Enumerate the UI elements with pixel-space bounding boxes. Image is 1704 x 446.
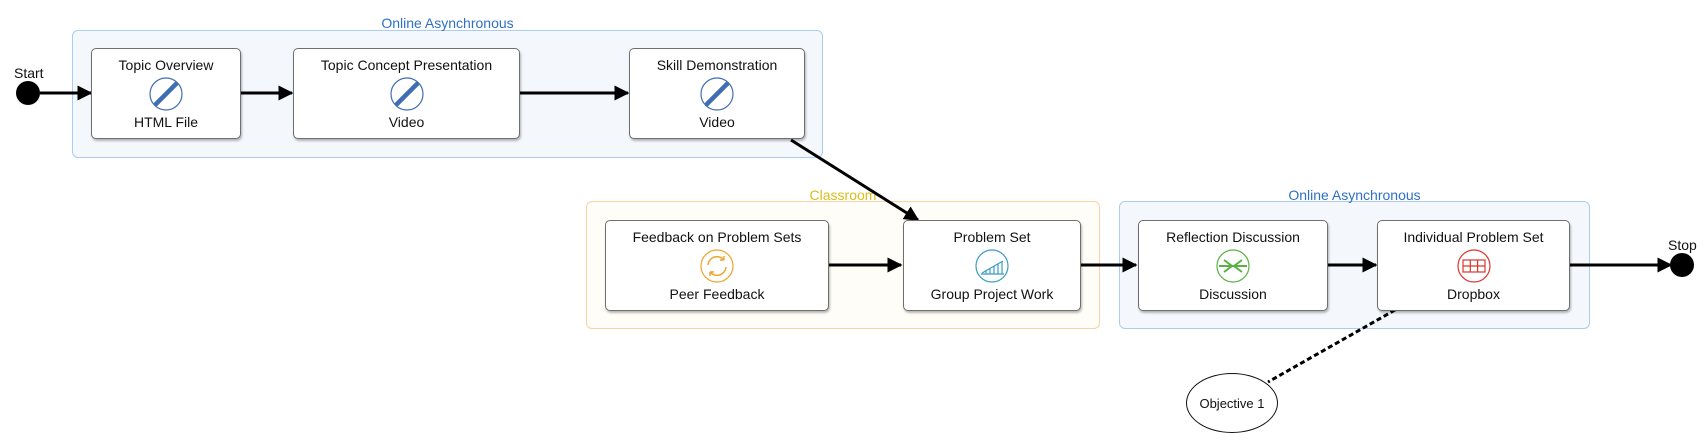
blocked-icon bbox=[149, 77, 183, 111]
node-title: Topic Overview bbox=[118, 57, 214, 73]
group-title: Classroom bbox=[809, 187, 877, 203]
group-title: Online Asynchronous bbox=[1288, 187, 1421, 203]
node-subtitle: Video bbox=[699, 114, 735, 130]
blocked-icon bbox=[700, 77, 734, 111]
node-title: Individual Problem Set bbox=[1403, 229, 1544, 245]
node-title: Feedback on Problem Sets bbox=[632, 229, 802, 245]
node-subtitle: Group Project Work bbox=[930, 286, 1054, 302]
arrow-skill-demo-to-problem-set bbox=[790, 138, 920, 222]
objective-node[interactable]: Objective 1 bbox=[1186, 373, 1278, 433]
node-title: Reflection Discussion bbox=[1166, 229, 1300, 245]
dashed-link-objective bbox=[1267, 308, 1396, 384]
node-topic-concept-presentation[interactable]: Topic Concept Presentation Video bbox=[293, 48, 520, 139]
node-subtitle: Discussion bbox=[1199, 286, 1267, 302]
cycle-icon bbox=[700, 249, 734, 283]
stop-label: Stop bbox=[1668, 237, 1697, 253]
node-problem-set[interactable]: Problem Set Group Project Work bbox=[903, 220, 1081, 311]
start-node bbox=[16, 81, 40, 105]
stop-node bbox=[1670, 253, 1694, 277]
node-title: Problem Set bbox=[953, 229, 1031, 245]
node-feedback-on-problem-sets[interactable]: Feedback on Problem Sets Peer Feedback bbox=[605, 220, 829, 311]
node-subtitle: Video bbox=[388, 114, 425, 130]
node-subtitle: Peer Feedback bbox=[669, 286, 765, 302]
node-topic-overview[interactable]: Topic Overview HTML File bbox=[91, 48, 241, 139]
node-skill-demonstration[interactable]: Skill Demonstration Video bbox=[629, 48, 805, 139]
converge-arrows-icon bbox=[1216, 249, 1250, 283]
start-label: Start bbox=[14, 65, 44, 81]
node-title: Topic Concept Presentation bbox=[320, 57, 493, 73]
blocked-icon bbox=[389, 77, 424, 111]
node-subtitle: HTML File bbox=[133, 114, 199, 130]
group-title: Online Asynchronous bbox=[381, 15, 514, 31]
growth-chart-icon bbox=[975, 249, 1009, 283]
node-title: Skill Demonstration bbox=[656, 57, 778, 73]
node-individual-problem-set[interactable]: Individual Problem Set Dropbox bbox=[1377, 220, 1570, 311]
node-reflection-discussion[interactable]: Reflection Discussion Discussion bbox=[1138, 220, 1328, 311]
node-subtitle: Dropbox bbox=[1447, 286, 1500, 302]
grid-icon bbox=[1456, 249, 1491, 283]
